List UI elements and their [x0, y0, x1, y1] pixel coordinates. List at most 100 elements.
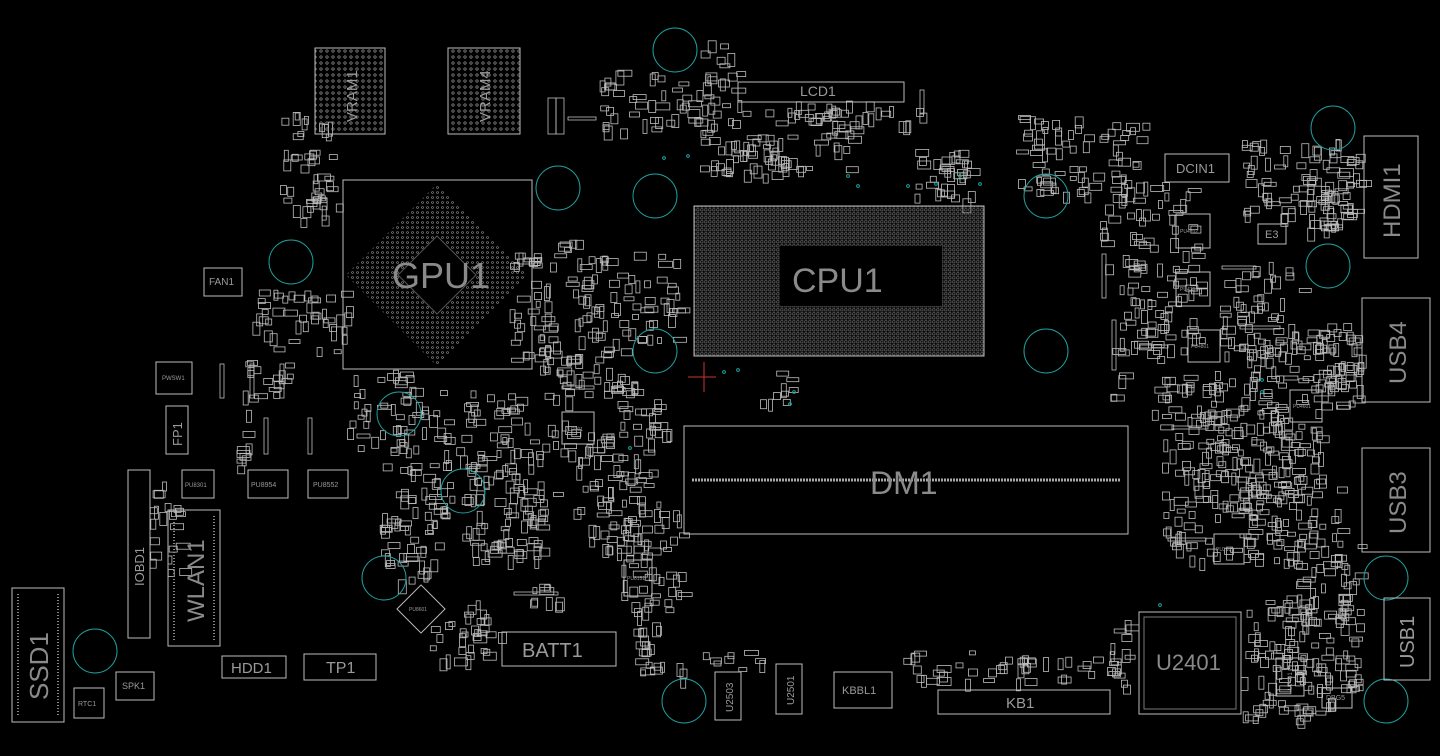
smd-component — [545, 597, 553, 611]
smd-component — [533, 325, 546, 331]
smd-component — [1110, 643, 1116, 655]
smd-component — [705, 74, 711, 87]
smd-component — [635, 477, 647, 484]
smd-component — [428, 502, 437, 510]
smd-component — [1118, 375, 1127, 390]
smd-component — [623, 410, 631, 420]
smd-component — [659, 510, 670, 518]
smd-component — [152, 490, 166, 499]
smd-component — [405, 375, 415, 383]
smd-component — [1101, 240, 1115, 248]
smd-component — [1341, 608, 1352, 616]
smd-component — [1244, 502, 1251, 513]
smd-component — [633, 251, 647, 261]
smd-component — [1240, 458, 1249, 466]
smd-component — [1216, 456, 1224, 467]
smd-component — [313, 174, 319, 185]
smd-component — [1347, 156, 1360, 165]
smd-component — [668, 587, 677, 597]
smd-component — [1246, 609, 1253, 618]
smd-component — [380, 402, 389, 409]
smd-component — [1127, 212, 1135, 220]
smd-component — [1265, 157, 1271, 172]
smd-component — [743, 169, 752, 183]
smd-component — [630, 519, 641, 527]
smd-component — [1279, 146, 1291, 154]
smd-component — [1165, 395, 1170, 404]
smd-component — [1293, 185, 1300, 193]
smd-component — [641, 648, 652, 657]
smd-component — [647, 334, 654, 346]
smd-component — [399, 371, 414, 378]
smd-component — [700, 130, 707, 139]
smd-component — [1244, 383, 1250, 396]
smd-component — [590, 485, 599, 492]
smd-component — [1245, 651, 1260, 659]
smd-component — [1335, 554, 1347, 562]
smd-component — [1263, 181, 1277, 187]
smd-component — [583, 276, 592, 290]
smd-component — [681, 102, 690, 111]
smd-component — [1329, 147, 1335, 156]
smd-component — [702, 129, 714, 136]
smd-component — [1116, 661, 1122, 675]
smd-component — [606, 437, 615, 449]
wlan1-connector: WLAN1 — [167, 509, 221, 647]
smd-component — [1043, 657, 1049, 672]
smd-component — [286, 373, 294, 380]
smd-component — [394, 522, 401, 532]
smd-component — [1175, 543, 1184, 559]
smd-component — [1157, 263, 1163, 278]
smd-component — [1267, 402, 1279, 409]
smd-component — [1257, 349, 1267, 358]
smd-component — [1341, 684, 1351, 694]
smd-component — [1037, 176, 1042, 186]
smd-component — [617, 380, 623, 392]
smd-component — [941, 165, 955, 172]
smd-component — [848, 135, 862, 144]
smd-component — [1259, 509, 1270, 516]
smd-component — [834, 130, 849, 139]
smd-component — [1118, 157, 1131, 167]
smd-component — [724, 655, 735, 664]
smd-component — [1190, 277, 1197, 287]
smd-component — [1326, 334, 1336, 343]
smd-component — [682, 94, 693, 102]
smd-component — [941, 190, 956, 198]
smd-component — [845, 166, 859, 174]
smd-component — [540, 499, 548, 508]
smd-component — [465, 613, 472, 625]
smd-component — [1271, 366, 1277, 380]
smd-component — [1229, 494, 1240, 503]
smd-component — [770, 150, 780, 166]
smd-component — [394, 377, 408, 386]
smd-component — [1345, 670, 1357, 678]
smd-component — [1311, 642, 1320, 649]
smd-component — [1306, 658, 1315, 668]
smd-component — [272, 374, 283, 382]
smd-component — [340, 290, 354, 298]
smd-component — [1267, 376, 1280, 382]
smd-component — [673, 574, 680, 588]
smd-component — [720, 43, 729, 50]
smd-component — [1167, 344, 1175, 359]
smd-component — [597, 495, 605, 507]
smd-component — [603, 125, 613, 141]
smd-component — [586, 312, 593, 323]
smd-component — [1309, 156, 1321, 164]
smd-component — [635, 280, 641, 294]
smd-component — [700, 50, 711, 59]
smd-component — [727, 72, 738, 82]
smd-component — [1136, 136, 1149, 145]
smd-component — [1267, 317, 1277, 322]
smd-component — [1215, 391, 1224, 403]
smd-component — [702, 82, 712, 97]
smd-component — [1321, 654, 1335, 661]
smd-component — [303, 116, 309, 125]
smd-component — [593, 364, 600, 375]
smd-component — [1185, 191, 1191, 202]
smd-component — [768, 398, 773, 412]
u2501-chip: U2501 — [775, 663, 803, 715]
smd-component — [1285, 468, 1291, 478]
smd-component — [482, 651, 497, 661]
